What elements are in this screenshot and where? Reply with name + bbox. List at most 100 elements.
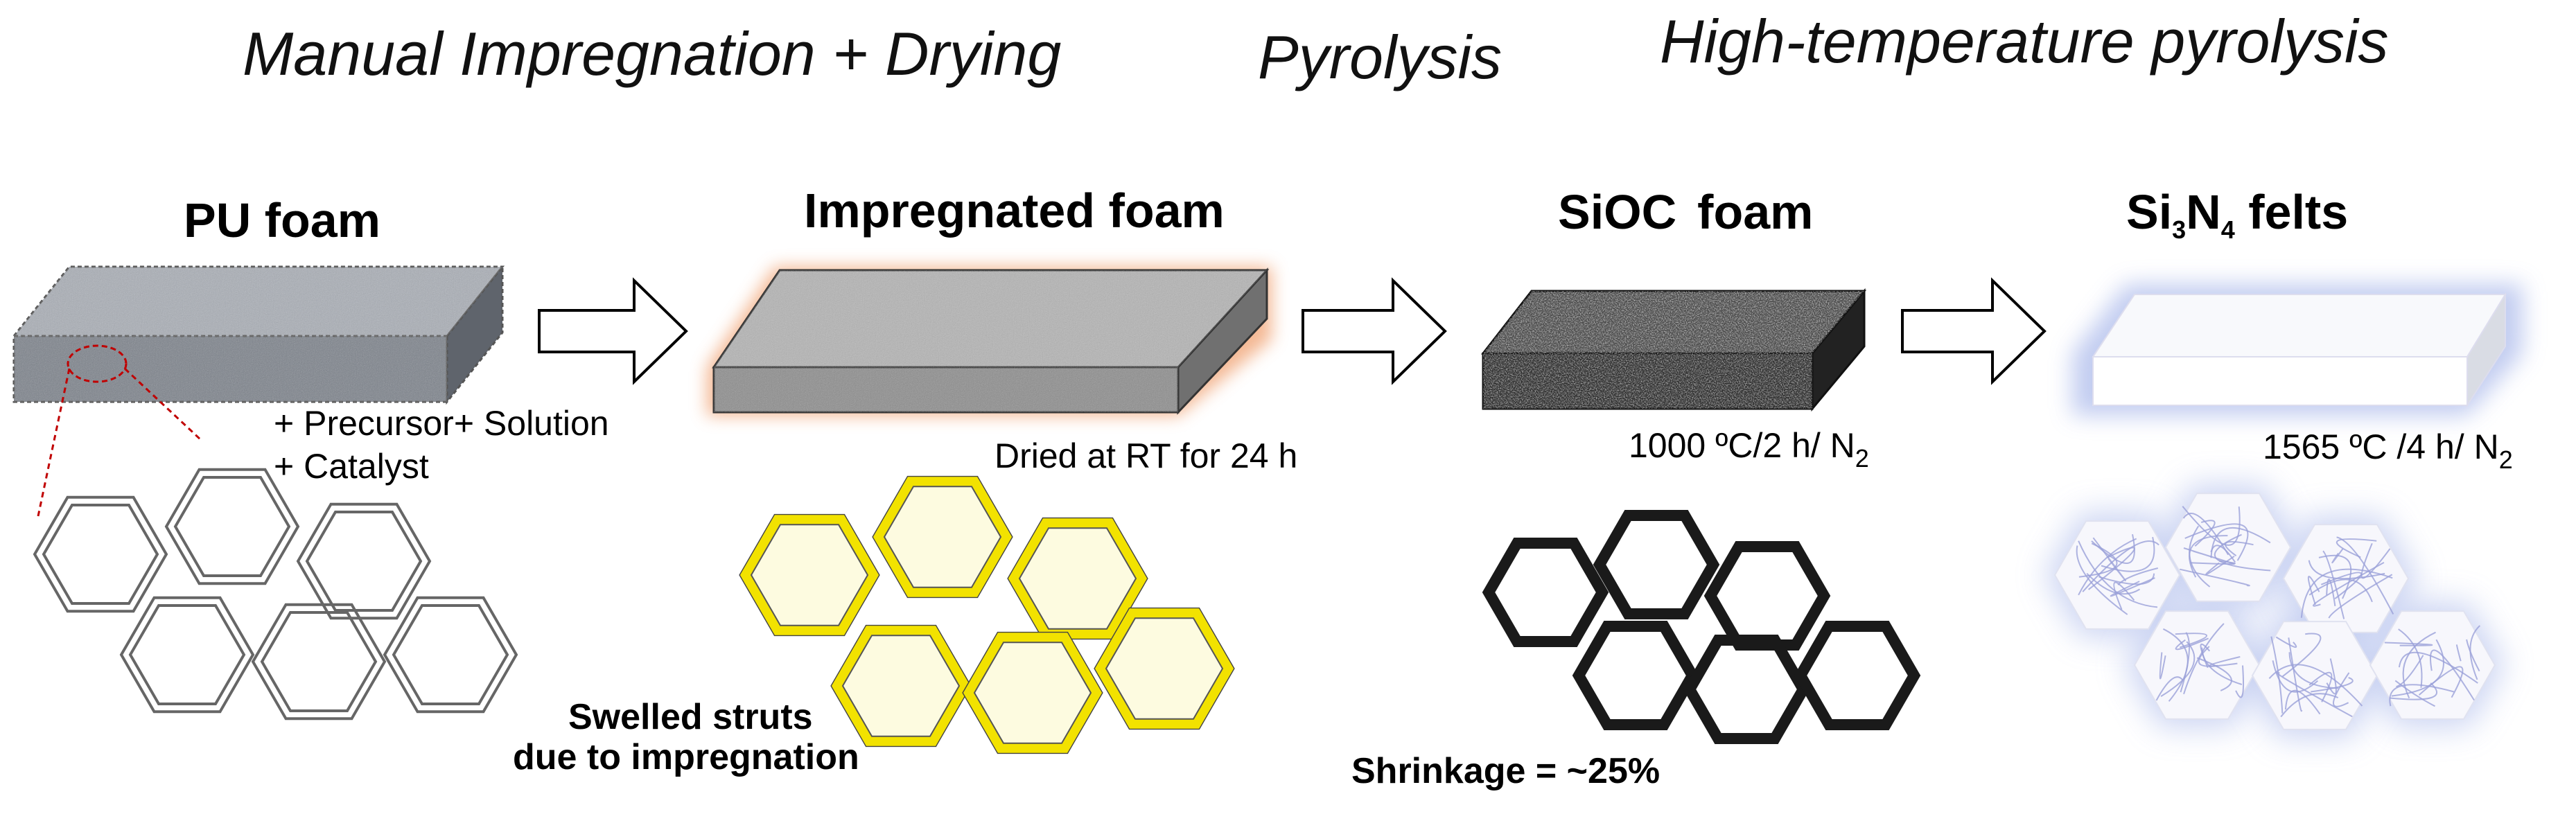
- hexagon-cell: [739, 515, 879, 635]
- hexagon-cell: [251, 603, 387, 721]
- felt-fiber: [2429, 649, 2475, 701]
- hexagon-cell: [872, 475, 1013, 599]
- process-arrow-3: [1901, 277, 2047, 385]
- felt-fiber: [2196, 657, 2232, 691]
- felt-fiber: [2331, 548, 2344, 563]
- felt-fiber: [2336, 538, 2377, 558]
- felt-fiber: [2091, 533, 2135, 564]
- felt-fiber: [2328, 574, 2393, 619]
- hexagon-cell: [883, 486, 1002, 588]
- swelled-struts-note-line2: due to impregnation: [513, 737, 859, 777]
- felt-fiber: [2384, 642, 2433, 646]
- felt-fiber: [2318, 554, 2352, 599]
- hexagon-cell: [383, 596, 518, 714]
- felt-fiber: [2308, 560, 2385, 580]
- felt-fiber: [2183, 623, 2225, 695]
- felt-fiber: [2099, 573, 2155, 585]
- sioc-foam-condition: 1000 ºC/2 h/ N2: [1629, 426, 1869, 473]
- felt-fiber: [2300, 568, 2393, 618]
- felt-fiber: [2110, 577, 2155, 597]
- hexagon-cell: [1703, 541, 1831, 651]
- felt-fiber: [2308, 671, 2333, 703]
- hexagon-cell: [296, 502, 432, 620]
- block-title-si3n4-felts: Si3N4 felts: [2126, 185, 2348, 244]
- felt-fiber: [2281, 633, 2322, 678]
- sioc-foam-slab: [1480, 288, 1867, 412]
- felt-fiber: [2205, 555, 2235, 576]
- felt-fiber: [2402, 631, 2436, 699]
- hexagon-cell: [2251, 621, 2378, 730]
- hexagon-cell: [1572, 621, 1699, 730]
- hexagon-cell: [42, 504, 159, 605]
- felt-fiber: [2336, 536, 2394, 615]
- felt-fiber: [2117, 567, 2159, 585]
- felt-fiber: [2360, 542, 2391, 579]
- hexagon-cell: [1683, 635, 1810, 744]
- stage-title-pyrolysis: Pyrolysis: [1258, 23, 1502, 91]
- sioc-cell-structure: [1482, 510, 1921, 744]
- hexagon-cell: [1105, 617, 1224, 720]
- hexagon-cell: [830, 624, 972, 748]
- felt-fiber: [2078, 540, 2158, 608]
- felt-fiber: [2076, 545, 2128, 615]
- process-arrow-2: [1302, 277, 1447, 385]
- felt-fiber: [2155, 676, 2184, 701]
- hexagon-cell: [973, 642, 1092, 744]
- felt-fiber: [2455, 644, 2462, 662]
- felt-fiber: [2288, 637, 2303, 712]
- pu-foam-note-catalyst: + Catalyst: [274, 447, 429, 486]
- felt-fiber: [2272, 660, 2319, 693]
- hexagon-cell: [962, 631, 1103, 754]
- hexagon-cell: [173, 476, 291, 577]
- felt-fiber: [2182, 506, 2241, 546]
- felt-fiber: [2179, 568, 2250, 587]
- swelled-struts-note-line1: Swelled struts: [568, 697, 813, 737]
- felt-fiber: [2194, 520, 2216, 547]
- felt-fiber: [2198, 646, 2218, 667]
- felt-fiber: [2175, 637, 2209, 651]
- impregnated-foam-note-drying: Dried at RT for 24 h: [995, 436, 1297, 475]
- hexagon-cell: [2133, 610, 2261, 720]
- felt-fiber: [2276, 671, 2353, 718]
- hexagon-cell: [392, 604, 509, 705]
- pu-foam-cell-structure: [33, 468, 518, 721]
- felt-fiber: [2182, 513, 2229, 556]
- felt-fiber: [2313, 562, 2385, 607]
- felt-fiber: [2078, 542, 2118, 578]
- felt-fiber: [2175, 633, 2208, 648]
- shrinkage-note: Shrinkage = ~25%: [1351, 751, 1660, 791]
- felt-fiber: [2162, 628, 2189, 702]
- hexagon-cell: [2053, 520, 2181, 630]
- hexagon-cell: [128, 604, 246, 705]
- felt-fiber: [2280, 693, 2339, 718]
- felt-fiber: [2275, 636, 2297, 648]
- hexagon-cell: [1794, 621, 1921, 730]
- felt-fiber: [2270, 636, 2284, 714]
- hexagon-cell: [739, 513, 880, 637]
- hexagon-cell: [305, 511, 423, 612]
- felt-fiber: [2394, 680, 2435, 707]
- felt-fiber: [2284, 689, 2321, 715]
- felt-fiber: [2078, 538, 2137, 596]
- hexagon-cell: [963, 633, 1103, 753]
- felt-fiber: [2159, 652, 2166, 680]
- felt-fiber: [2308, 579, 2373, 603]
- felt-fiber: [2326, 579, 2336, 606]
- impregnated-foam-slab: [707, 267, 1272, 416]
- felt-fiber: [2391, 639, 2444, 697]
- block-title-impregnated-foam: Impregnated foam: [804, 184, 1225, 238]
- pu-foam-note-precursor: + Precursor+ Solution: [274, 404, 609, 443]
- si3n4-felt-slab: [2072, 284, 2523, 416]
- hexagon-cell: [33, 495, 168, 613]
- pu-foam-callout: [37, 344, 202, 517]
- hexagon-cell: [1018, 527, 1137, 630]
- process-arrow-1: [538, 277, 688, 385]
- felt-fiber: [2469, 625, 2480, 680]
- hexagon-cell: [831, 626, 971, 746]
- pu-foam-slab: [11, 263, 505, 405]
- felt-fiber: [2311, 677, 2354, 693]
- felt-fiber: [2082, 540, 2159, 592]
- hexagon-cell: [841, 635, 961, 737]
